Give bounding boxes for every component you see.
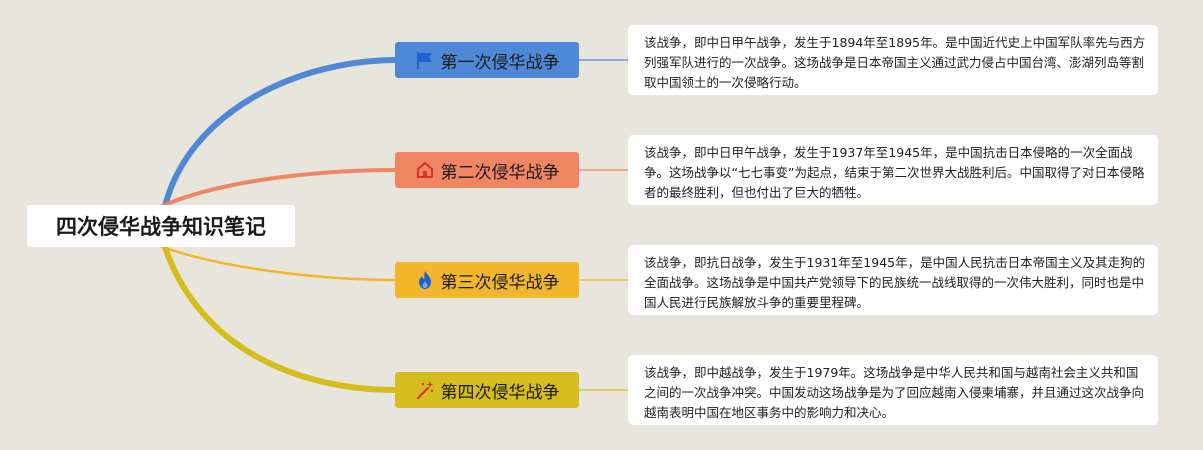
branch-topic-label: 第三次侵华战争 <box>440 272 560 293</box>
note-card-2: 该战争，即中日甲午战争，发生于1937年至1945年，是中国抗击日本侵略的一次全… <box>628 135 1158 205</box>
branch-connector-4 <box>162 244 399 393</box>
note-text: 该战争，即抗日战争，发生于1931年至1945年，是中国人民抗击日本帝国主义及其… <box>644 255 1146 310</box>
branch-topic-2[interactable]: 第二次侵华战争 <box>395 152 579 188</box>
branch-topic-label: 第四次侵华战争 <box>440 382 560 403</box>
root-topic[interactable]: 四次侵华战争知识笔记 <box>27 205 295 247</box>
branch-topic-3[interactable]: 第三次侵华战争 <box>395 262 579 298</box>
note-text: 该战争，即中日甲午战争，发生于1894年至1895年。是中国近代史上中国军队率先… <box>644 35 1146 90</box>
magic-wand-icon <box>416 381 433 400</box>
house-icon <box>416 162 433 178</box>
branch-topic-label: 第二次侵华战争 <box>440 162 560 183</box>
note-text: 该战争，即中越战争，发生于1979年。这场战争是中华人民共和国与越南社会主义共和… <box>644 365 1145 420</box>
branch-connector-3 <box>158 244 398 282</box>
note-card-4: 该战争，即中越战争，发生于1979年。这场战争是中华人民共和国与越南社会主义共和… <box>628 355 1158 425</box>
flame-icon <box>418 271 431 289</box>
branch-connector-2 <box>158 168 398 209</box>
branch-connector-1 <box>162 57 399 209</box>
note-card-1: 该战争，即中日甲午战争，发生于1894年至1895年。是中国近代史上中国军队率先… <box>628 25 1158 95</box>
branch-topic-4[interactable]: 第四次侵华战争 <box>395 372 579 408</box>
branch-topic-1[interactable]: 第一次侵华战争 <box>395 42 579 78</box>
flag-icon <box>416 52 432 69</box>
note-card-3: 该战争，即抗日战争，发生于1931年至1945年，是中国人民抗击日本帝国主义及其… <box>628 245 1158 315</box>
root-topic-label: 四次侵华战争知识笔记 <box>56 215 266 239</box>
branch-topic-label: 第一次侵华战争 <box>440 52 560 73</box>
note-text: 该战争，即中日甲午战争，发生于1937年至1945年，是中国抗击日本侵略的一次全… <box>644 145 1145 200</box>
